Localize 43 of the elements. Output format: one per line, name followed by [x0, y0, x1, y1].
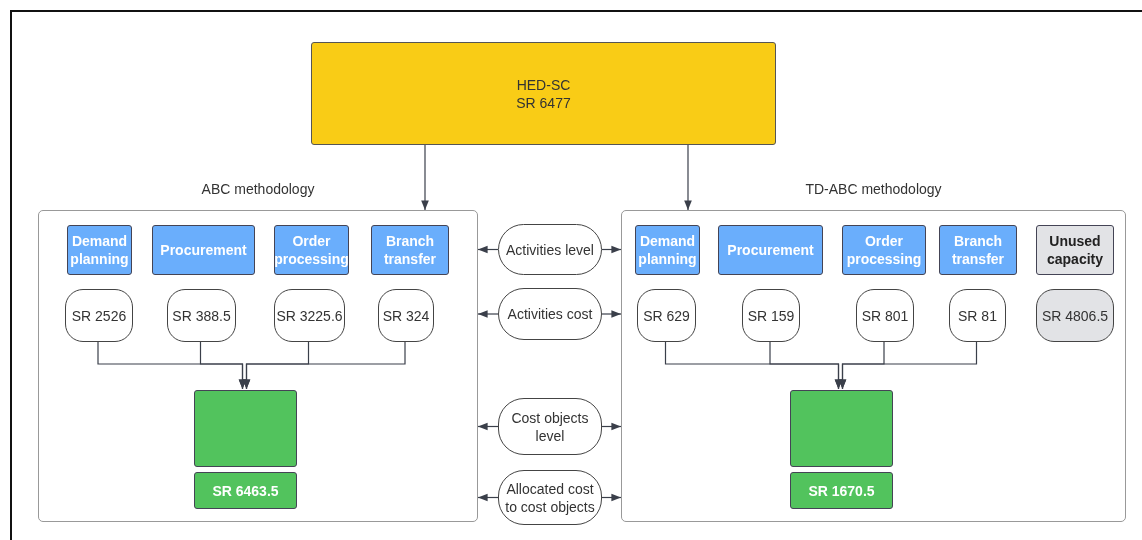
arrow — [838, 340, 978, 390]
cost-object-box: SR 6463.5 — [194, 472, 297, 509]
arrow — [601, 422, 622, 431]
arrow — [601, 493, 622, 502]
cost-pill: SR 324 — [378, 289, 434, 342]
arrow — [769, 340, 843, 390]
cost-pill: SR 4806.5 — [1036, 289, 1114, 342]
activity-box: Branch transfer — [939, 225, 1017, 275]
arrow — [242, 340, 406, 390]
cost-pill: SR 81 — [949, 289, 1006, 342]
arrow — [421, 144, 429, 211]
arrow — [477, 310, 499, 318]
level-pill: Activities cost — [498, 288, 602, 340]
cost-object-box: SR 1670.5 — [790, 472, 893, 509]
group-title: ABC methodology — [201, 180, 315, 198]
cost-pill: SR 2526 — [65, 289, 133, 342]
arrow — [477, 493, 499, 502]
cost-pill: SR 629 — [637, 289, 696, 342]
activity-box: Order processing — [842, 225, 926, 275]
arrow — [601, 310, 622, 318]
cost-object-box — [790, 390, 893, 467]
arrow — [199, 340, 247, 390]
level-pill: Allocated cost to cost objects — [498, 470, 602, 525]
activity-box: Unused capacity — [1036, 225, 1114, 275]
level-pill: Activities level — [498, 224, 602, 275]
arrow — [684, 144, 692, 211]
arrow — [477, 245, 499, 254]
group-title: TD-ABC methodology — [805, 180, 942, 198]
activity-box: Demand planning — [635, 225, 700, 275]
activity-box: Procurement — [718, 225, 823, 275]
cost-pill: SR 801 — [856, 289, 914, 342]
activity-box: Branch transfer — [371, 225, 449, 275]
cost-pill: SR 3225.6 — [274, 289, 345, 342]
activity-box: Procurement — [152, 225, 255, 275]
cost-object-box — [194, 390, 297, 467]
activity-box: Demand planning — [67, 225, 132, 275]
total-cost-box: HED-SC SR 6477 — [311, 42, 776, 145]
cost-pill: SR 159 — [742, 289, 800, 342]
level-pill: Cost objects level — [498, 398, 602, 455]
activity-box: Order processing — [274, 225, 349, 275]
arrow — [601, 245, 622, 254]
arrow — [477, 422, 499, 431]
cost-pill: SR 388.5 — [167, 289, 236, 342]
